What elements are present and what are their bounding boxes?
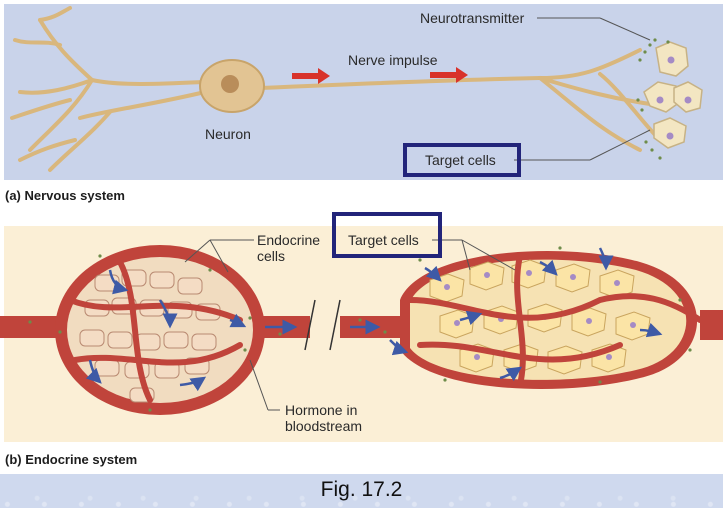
neuron-illustration — [10, 6, 703, 172]
target-cells-label-a: Target cells — [425, 152, 496, 168]
target-cells-highlight-b — [332, 212, 442, 258]
nerve-impulse-label: Nerve impulse — [348, 52, 438, 68]
figure: Neurotransmitter Nerve impulse Neuron Ta… — [0, 0, 723, 474]
neuron-label: Neuron — [205, 126, 251, 142]
panel-a-caption: (a) Nervous system — [5, 188, 125, 203]
endocrine-cells-label-line2: cells — [257, 248, 286, 264]
nerve-impulse-arrow — [292, 68, 330, 84]
nervous-panel — [4, 4, 723, 180]
nerve-impulse-arrow — [430, 67, 468, 83]
figure-caption: Fig. 17.2 — [320, 478, 403, 501]
illustration — [0, 6, 723, 415]
target-cells-label-b: Target cells — [348, 232, 419, 248]
hormone-label-line2: bloodstream — [285, 418, 363, 434]
hormone-label-line1: Hormone in — [285, 402, 358, 418]
target-cells-highlight-a — [403, 143, 521, 177]
endocrine-cells-label: Endocrine cells — [257, 232, 320, 264]
endocrine-illustration — [0, 239, 723, 415]
endocrine-cells-label-line1: Endocrine — [257, 232, 321, 248]
neurotransmitter-label: Neurotransmitter — [420, 10, 525, 26]
hormone-label: Hormone in bloodstream — [285, 402, 362, 434]
panel-b-caption: (b) Endocrine system — [5, 452, 138, 467]
